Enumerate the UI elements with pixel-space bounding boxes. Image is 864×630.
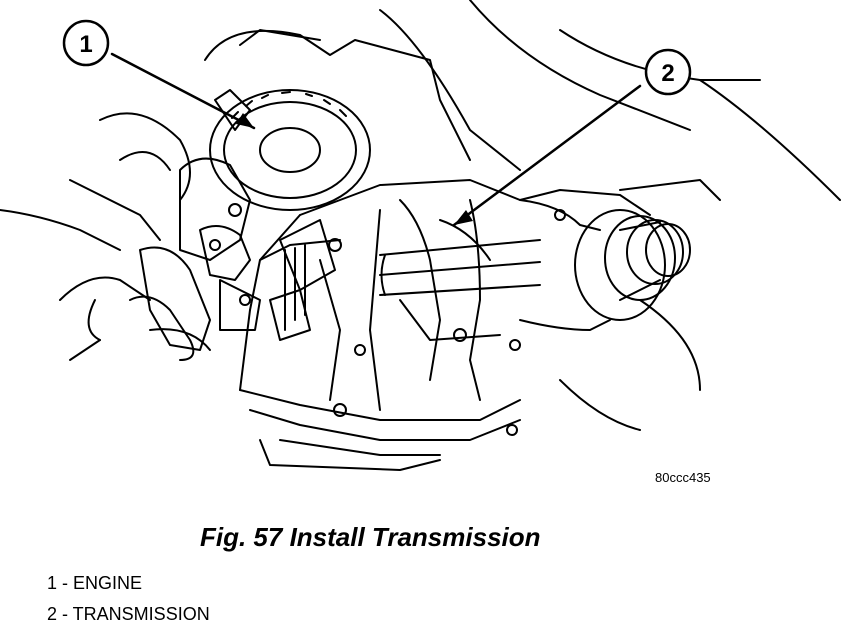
legend-list: 1 - ENGINE 2 - TRANSMISSION	[47, 568, 210, 630]
figure-caption: Fig. 57 Install Transmission	[200, 522, 541, 552]
engine-flywheel	[129, 89, 371, 361]
callout-2-number: 2	[661, 60, 674, 87]
callout-1: 1	[62, 19, 110, 67]
transmission-install-illustration: 1 2	[0, 0, 841, 471]
transmission-body	[239, 179, 691, 471]
leader-arrowhead-1	[236, 113, 254, 128]
figure-id-code: 80ccc435	[655, 470, 711, 485]
leader-line-1	[110, 52, 256, 130]
callout-1-number: 1	[79, 31, 92, 58]
leader-arrowhead-2	[454, 210, 473, 225]
leader-lines	[110, 52, 642, 227]
legend-item-engine: 1 - ENGINE	[47, 573, 143, 593]
leader-line-2	[452, 84, 642, 227]
vehicle-frame	[0, 0, 841, 431]
legend-item-transmission: 2 - TRANSMISSION	[47, 604, 210, 624]
callout-2: 2	[644, 48, 692, 96]
